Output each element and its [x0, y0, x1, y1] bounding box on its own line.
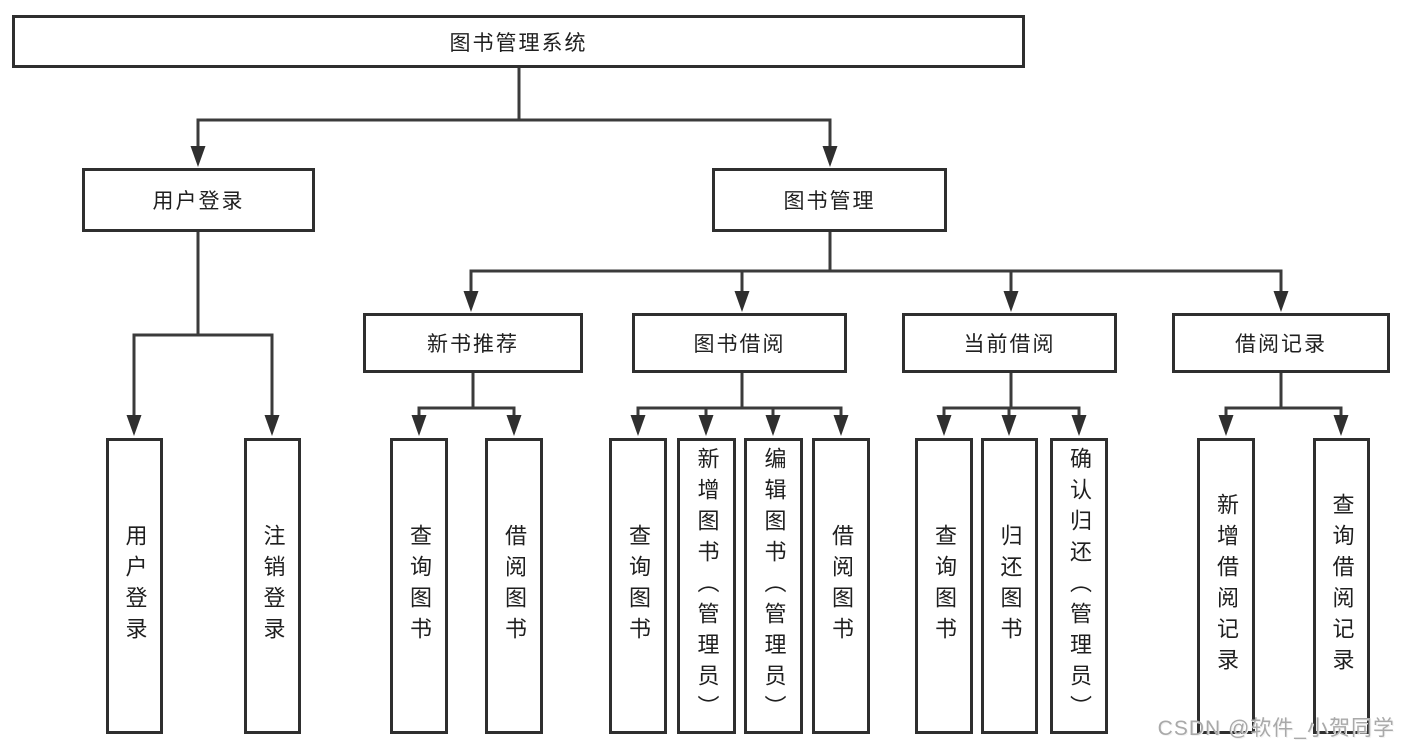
node-book-borrowing: 图书借阅: [632, 313, 847, 373]
leaf-query-borrow-record: 查询借阅记录: [1313, 438, 1370, 734]
node-new-book-recommendation: 新书推荐: [363, 313, 583, 373]
arrow-down-icon: [765, 415, 781, 436]
node-label: 用户登录: [152, 190, 245, 213]
arrow-down-icon: [1333, 415, 1349, 436]
leaf-query-books-current: 查询图书: [915, 438, 973, 734]
connector-currentborrow-to-leaves: [942, 373, 1081, 419]
connector-bookborrow-to-leaves: [636, 373, 843, 419]
connector-newbookrec-to-leaves: [417, 373, 516, 419]
arrow-down-icon: [936, 415, 952, 436]
connector-bookmgmt-to-level3: [469, 232, 1283, 294]
node-label: 新书推荐: [427, 333, 519, 356]
leaf-borrow-books-borrowing: 借阅图书: [812, 438, 870, 734]
node-label: 借阅图书: [502, 524, 527, 648]
node-label: 借阅记录: [1235, 333, 1327, 356]
arrow-down-icon: [822, 146, 838, 167]
arrow-down-icon: [1218, 415, 1234, 436]
arrow-down-icon: [698, 415, 714, 436]
leaf-add-books-admin: 新增图书（管理员）: [677, 438, 736, 734]
arrow-down-icon: [506, 415, 522, 436]
node-label: 注销登录: [260, 524, 286, 648]
leaf-logout: 注销登录: [244, 438, 301, 734]
leaf-query-books-borrowing: 查询图书: [609, 438, 667, 734]
leaf-query-books-newrec: 查询图书: [390, 438, 448, 734]
connector-userlogin-to-leaves: [132, 232, 274, 419]
arrow-down-icon: [264, 415, 280, 436]
node-current-borrowing: 当前借阅: [902, 313, 1117, 373]
node-label: 确认归还（管理员）: [1067, 446, 1092, 726]
arrow-down-icon: [463, 291, 479, 312]
connector-borrowrecord-to-leaves: [1224, 373, 1343, 419]
node-borrowing-records: 借阅记录: [1172, 313, 1390, 373]
node-label: 图书借阅: [693, 333, 786, 356]
connector-root-to-level2: [196, 68, 832, 150]
node-label: 新增图书（管理员）: [694, 446, 720, 726]
node-label: 查询借阅记录: [1329, 493, 1355, 679]
arrow-down-icon: [126, 415, 142, 436]
leaf-confirm-return-admin: 确认归还（管理员）: [1050, 438, 1108, 734]
arrow-down-icon: [1273, 291, 1289, 312]
arrow-down-icon: [190, 146, 206, 167]
arrow-down-icon: [1001, 415, 1017, 436]
leaf-user-login: 用户登录: [106, 438, 163, 734]
node-label: 编辑图书（管理员）: [761, 446, 787, 726]
arrow-down-icon: [630, 415, 646, 436]
csdn-watermark: CSDN @软件_小贺同学: [1157, 717, 1395, 740]
node-user-login: 用户登录: [82, 168, 315, 232]
arrow-down-icon: [1003, 291, 1019, 312]
node-label: 查询图书: [407, 524, 432, 648]
arrow-down-icon: [1071, 415, 1087, 436]
node-system-root: 图书管理系统: [12, 15, 1025, 68]
node-label: 图书管理: [783, 190, 876, 213]
arrow-down-icon: [411, 415, 427, 436]
arrow-down-icon: [734, 291, 750, 312]
node-label: 用户登录: [122, 524, 148, 648]
node-label: 归还图书: [997, 524, 1023, 648]
node-label: 新增借阅记录: [1214, 493, 1239, 679]
node-label: 当前借阅: [963, 333, 1056, 356]
node-label: 查询图书: [626, 524, 651, 648]
node-label: 借阅图书: [829, 524, 854, 648]
node-label: 图书管理系统: [449, 31, 588, 55]
leaf-add-borrow-record: 新增借阅记录: [1197, 438, 1255, 734]
leaf-borrow-books-newrec: 借阅图书: [485, 438, 543, 734]
leaf-edit-books-admin: 编辑图书（管理员）: [744, 438, 803, 734]
node-book-management: 图书管理: [712, 168, 947, 232]
leaf-return-books: 归还图书: [981, 438, 1038, 734]
node-label: 查询图书: [932, 524, 957, 648]
arrow-down-icon: [833, 415, 849, 436]
